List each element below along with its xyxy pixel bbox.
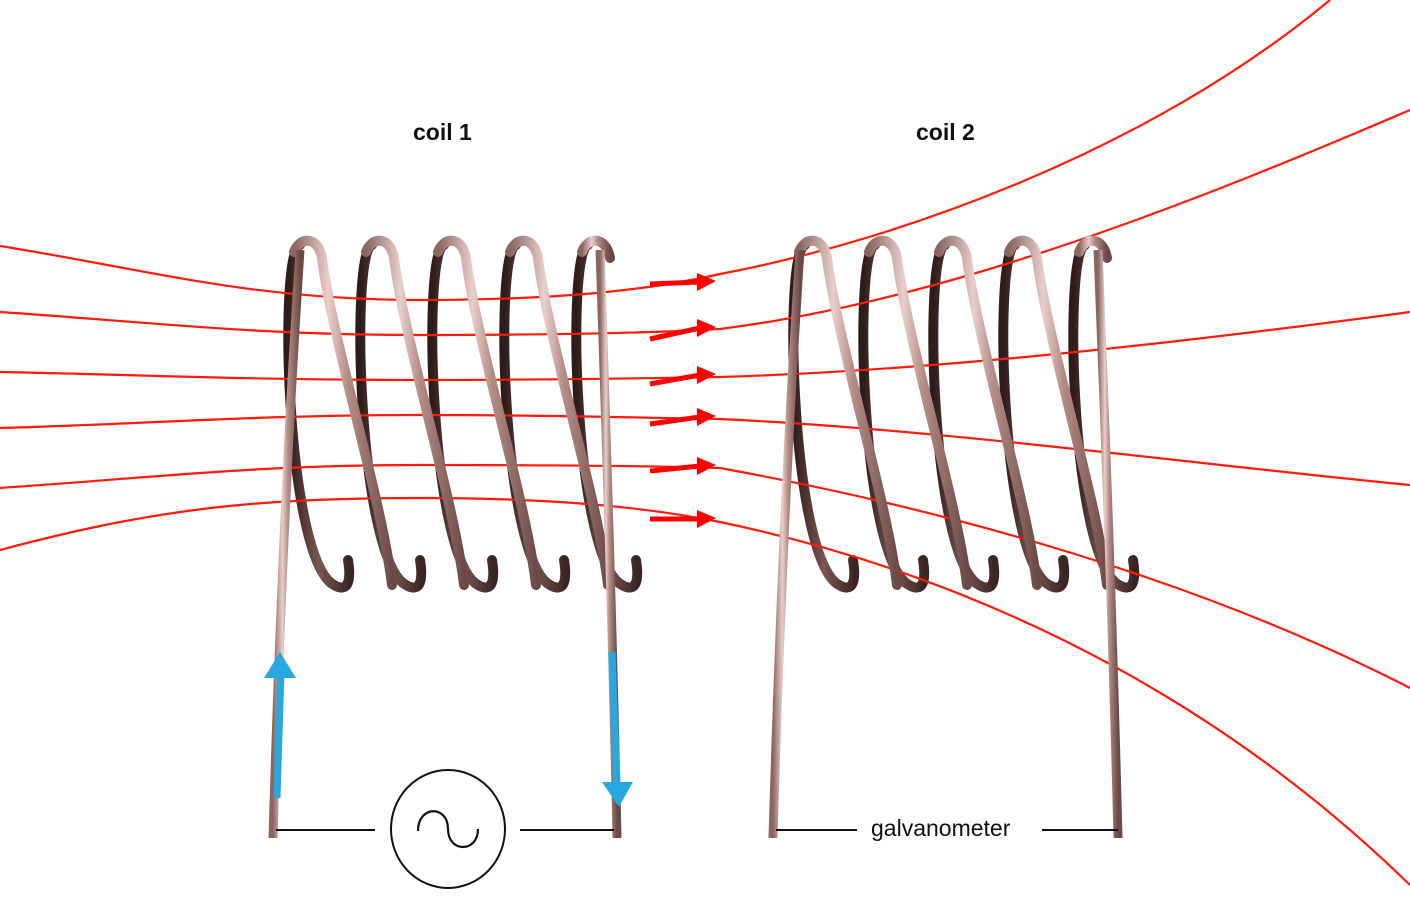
coil-2-title: coil 2 (916, 119, 975, 145)
coil-2-right-lead (1093, 249, 1123, 839)
coil-2-winding-front (794, 235, 902, 590)
field-line (0, 496, 1410, 886)
current-arrow-up-shaft (273, 671, 285, 799)
current-arrow-down-shaft (608, 651, 621, 786)
coil-2-leads (768, 249, 1123, 839)
coil-1-winding-front (289, 235, 397, 590)
coil-1-winding-front (505, 235, 613, 590)
field-arrow-shaft (649, 414, 701, 427)
ac-source-icon (390, 769, 506, 889)
current-arrow-up (264, 652, 296, 799)
coil-2-winding-front (1004, 235, 1112, 590)
coil-2-winding-back (788, 240, 860, 593)
field-line (0, 463, 1410, 689)
coil-2-front-windings (794, 235, 1112, 590)
source-circuit (276, 769, 614, 889)
field-arrow-head (697, 408, 716, 426)
field-arrow-head (697, 457, 716, 475)
current-arrow-up-head (264, 652, 296, 678)
coil-2-winding-back (858, 240, 930, 593)
coil-2-winding-front (1074, 235, 1112, 263)
coil-1-front-windings (289, 235, 615, 590)
galvanometer-label: galvanometer (869, 815, 1013, 842)
field-arrow-shaft (649, 279, 701, 287)
coil-1-winding-back (283, 240, 355, 593)
coil-2-left-lead (768, 249, 805, 839)
current-arrow-down (602, 651, 633, 807)
field-arrow-shaft (649, 463, 701, 474)
field-arrow-shaft (649, 325, 701, 342)
field-line (0, 0, 1331, 302)
field-arrow-head (697, 319, 716, 337)
coil-2-winding-back (1068, 240, 1140, 593)
coil-2-winding-back (998, 240, 1070, 593)
field-arrow-head (697, 366, 716, 384)
field-arrow-head (697, 273, 716, 291)
current-arrow-down-head (602, 782, 633, 807)
sine-wave-icon (416, 810, 480, 848)
field-arrow-shaft (649, 372, 701, 387)
coil-1-winding-front (361, 235, 469, 590)
field-direction-arrows (649, 273, 716, 528)
field-line (0, 108, 1410, 337)
field-arrow-head (697, 510, 716, 528)
coil-1-leads (268, 249, 622, 839)
field-line (0, 413, 1410, 487)
coil-1-title: coil 1 (413, 119, 472, 145)
coil-2-winding-front (934, 235, 1042, 590)
coil-1-winding-front (577, 235, 615, 263)
coil-2-winding-front (864, 235, 972, 590)
coil-1-winding-front (433, 235, 541, 590)
field-line (0, 310, 1410, 382)
